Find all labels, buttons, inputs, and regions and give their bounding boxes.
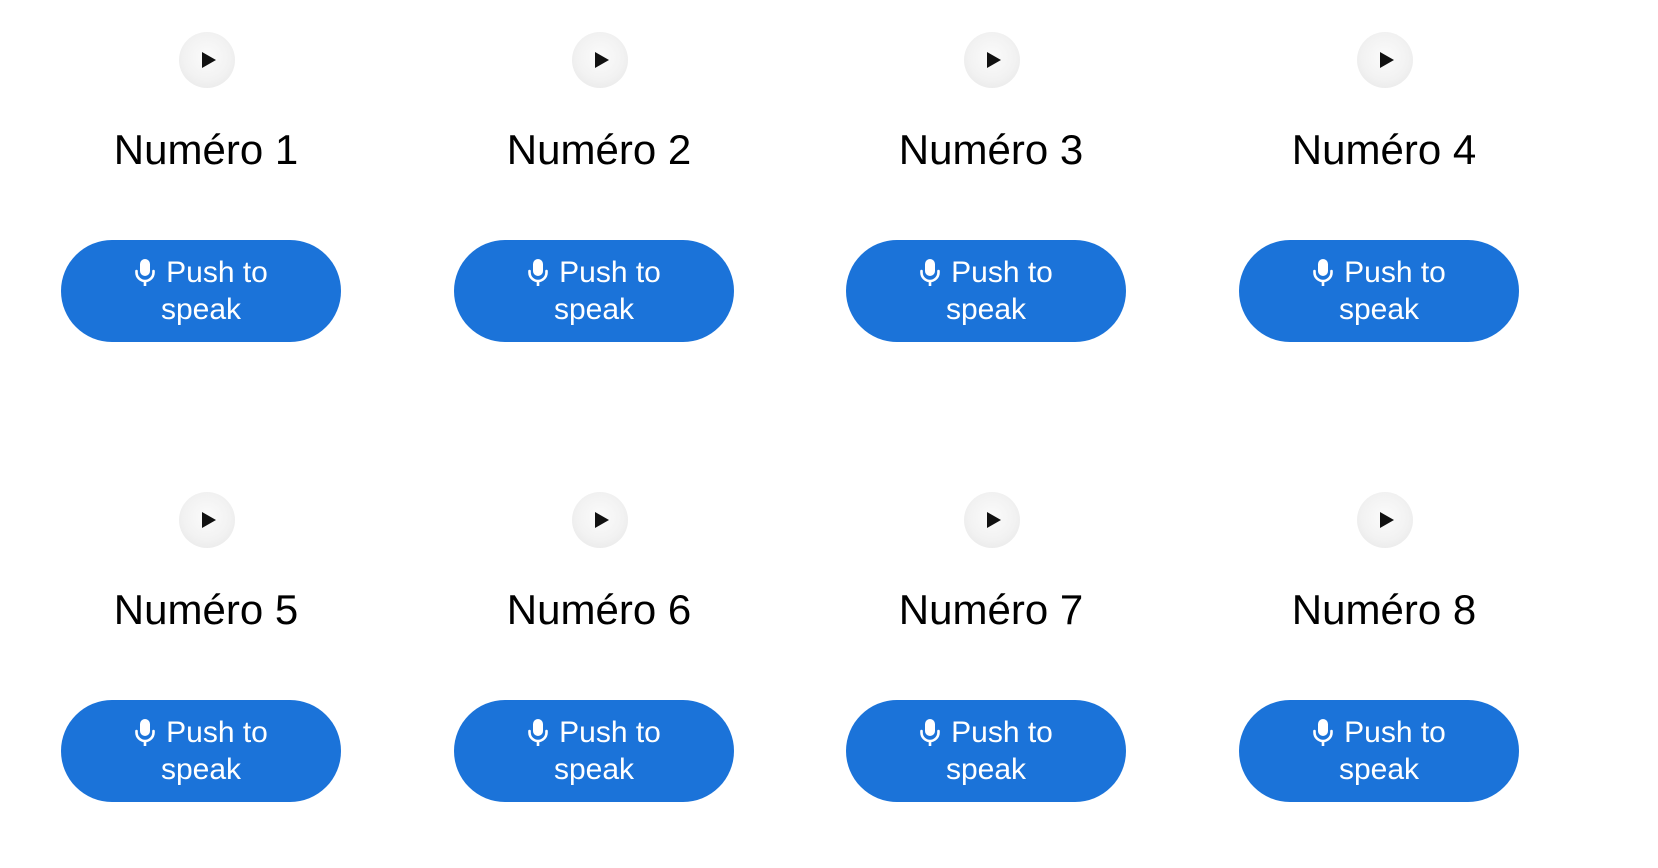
push-to-speak-button[interactable]: Push to speak xyxy=(454,700,734,802)
microphone-icon xyxy=(1312,258,1334,288)
microphone-icon xyxy=(527,718,549,748)
number-label: Numéro 4 xyxy=(1291,126,1477,173)
button-label-line1: Push to xyxy=(166,716,268,749)
microphone-icon xyxy=(919,258,941,288)
number-label: Numéro 2 xyxy=(506,126,692,173)
number-card-6: Numéro 6 Push to speak xyxy=(454,460,734,802)
number-label: Numéro 5 xyxy=(113,586,299,633)
number-label: Numéro 1 xyxy=(113,126,299,173)
button-label-line2: speak xyxy=(945,293,1027,326)
microphone-icon xyxy=(1312,718,1334,748)
play-icon xyxy=(1380,52,1394,68)
play-button[interactable] xyxy=(964,32,1020,88)
number-label: Numéro 8 xyxy=(1291,586,1477,633)
play-button[interactable] xyxy=(964,492,1020,548)
number-label: Numéro 7 xyxy=(898,586,1084,633)
play-icon xyxy=(595,512,609,528)
play-icon xyxy=(987,52,1001,68)
play-icon xyxy=(987,512,1001,528)
button-label-line1: Push to xyxy=(559,256,661,289)
button-label-line2: speak xyxy=(160,753,242,786)
number-card-1: Numéro 1 Push to speak xyxy=(61,0,341,342)
push-to-speak-button[interactable]: Push to speak xyxy=(846,700,1126,802)
push-to-speak-button[interactable]: Push to speak xyxy=(846,240,1126,342)
play-button[interactable] xyxy=(572,32,628,88)
play-button[interactable] xyxy=(572,492,628,548)
number-label: Numéro 3 xyxy=(898,126,1084,173)
button-label-line2: speak xyxy=(945,753,1027,786)
play-icon xyxy=(595,52,609,68)
microphone-icon xyxy=(527,258,549,288)
play-button[interactable] xyxy=(179,492,235,548)
play-button[interactable] xyxy=(1357,32,1413,88)
button-label-line1: Push to xyxy=(166,256,268,289)
button-label-line2: speak xyxy=(160,293,242,326)
number-label: Numéro 6 xyxy=(506,586,692,633)
push-to-speak-button[interactable]: Push to speak xyxy=(61,240,341,342)
button-label-line2: speak xyxy=(553,293,635,326)
number-card-7: Numéro 7 Push to speak xyxy=(846,460,1126,802)
push-to-speak-button[interactable]: Push to speak xyxy=(61,700,341,802)
play-icon xyxy=(202,52,216,68)
push-to-speak-button[interactable]: Push to speak xyxy=(1239,240,1519,342)
number-card-2: Numéro 2 Push to speak xyxy=(454,0,734,342)
number-card-8: Numéro 8 Push to speak xyxy=(1239,460,1519,802)
microphone-icon xyxy=(134,258,156,288)
microphone-icon xyxy=(134,718,156,748)
button-label-line1: Push to xyxy=(1344,256,1446,289)
play-button[interactable] xyxy=(1357,492,1413,548)
button-label-line1: Push to xyxy=(1344,716,1446,749)
number-card-3: Numéro 3 Push to speak xyxy=(846,0,1126,342)
button-label-line2: speak xyxy=(1338,293,1420,326)
button-label-line2: speak xyxy=(553,753,635,786)
play-icon xyxy=(1380,512,1394,528)
push-to-speak-button[interactable]: Push to speak xyxy=(1239,700,1519,802)
number-card-5: Numéro 5 Push to speak xyxy=(61,460,341,802)
push-to-speak-button[interactable]: Push to speak xyxy=(454,240,734,342)
microphone-icon xyxy=(919,718,941,748)
button-label-line1: Push to xyxy=(559,716,661,749)
play-icon xyxy=(202,512,216,528)
play-button[interactable] xyxy=(179,32,235,88)
button-label-line1: Push to xyxy=(951,256,1053,289)
button-label-line1: Push to xyxy=(951,716,1053,749)
number-card-4: Numéro 4 Push to speak xyxy=(1239,0,1519,342)
button-label-line2: speak xyxy=(1338,753,1420,786)
